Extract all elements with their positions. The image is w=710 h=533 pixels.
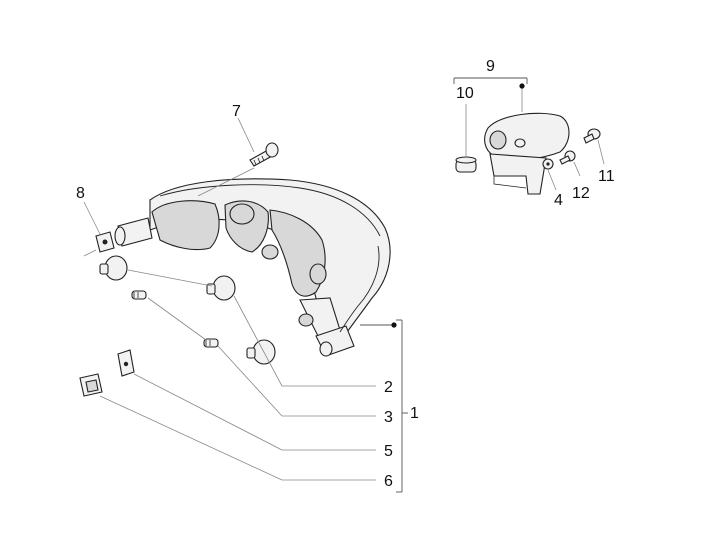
callout-11: 11 [598,168,615,185]
callout-7: 7 [232,103,241,120]
callout-2: 2 [384,379,393,396]
screw-7 [249,142,279,167]
bracket-group-9 [453,77,528,89]
plate-light-bulb-10 [455,156,477,173]
bulb-large-low [246,339,276,365]
small-bulb-b [203,338,219,348]
plate-light-housing [484,112,570,195]
bulb-large-left [99,255,128,281]
callout-5: 5 [384,443,393,460]
washer-4 [542,158,554,170]
clip-nut-6 [79,373,103,397]
tail-light-housing [114,178,391,357]
bracket-group-1 [360,319,408,493]
clip-8 [95,231,115,253]
callout-10: 10 [456,85,474,102]
leader-lines [83,88,605,481]
callout-4: 4 [554,192,563,209]
small-bulb-a [131,290,147,300]
callout-1: 1 [410,405,419,422]
callout-8: 8 [76,185,85,202]
callout-9: 9 [486,58,495,75]
screw-12 [559,150,576,165]
screw-11 [583,128,601,144]
callout-12: 12 [572,185,590,202]
callout-6: 6 [384,473,393,490]
clip-5 [117,349,135,377]
callout-3: 3 [384,409,393,426]
bulb-large-mid [206,275,236,301]
